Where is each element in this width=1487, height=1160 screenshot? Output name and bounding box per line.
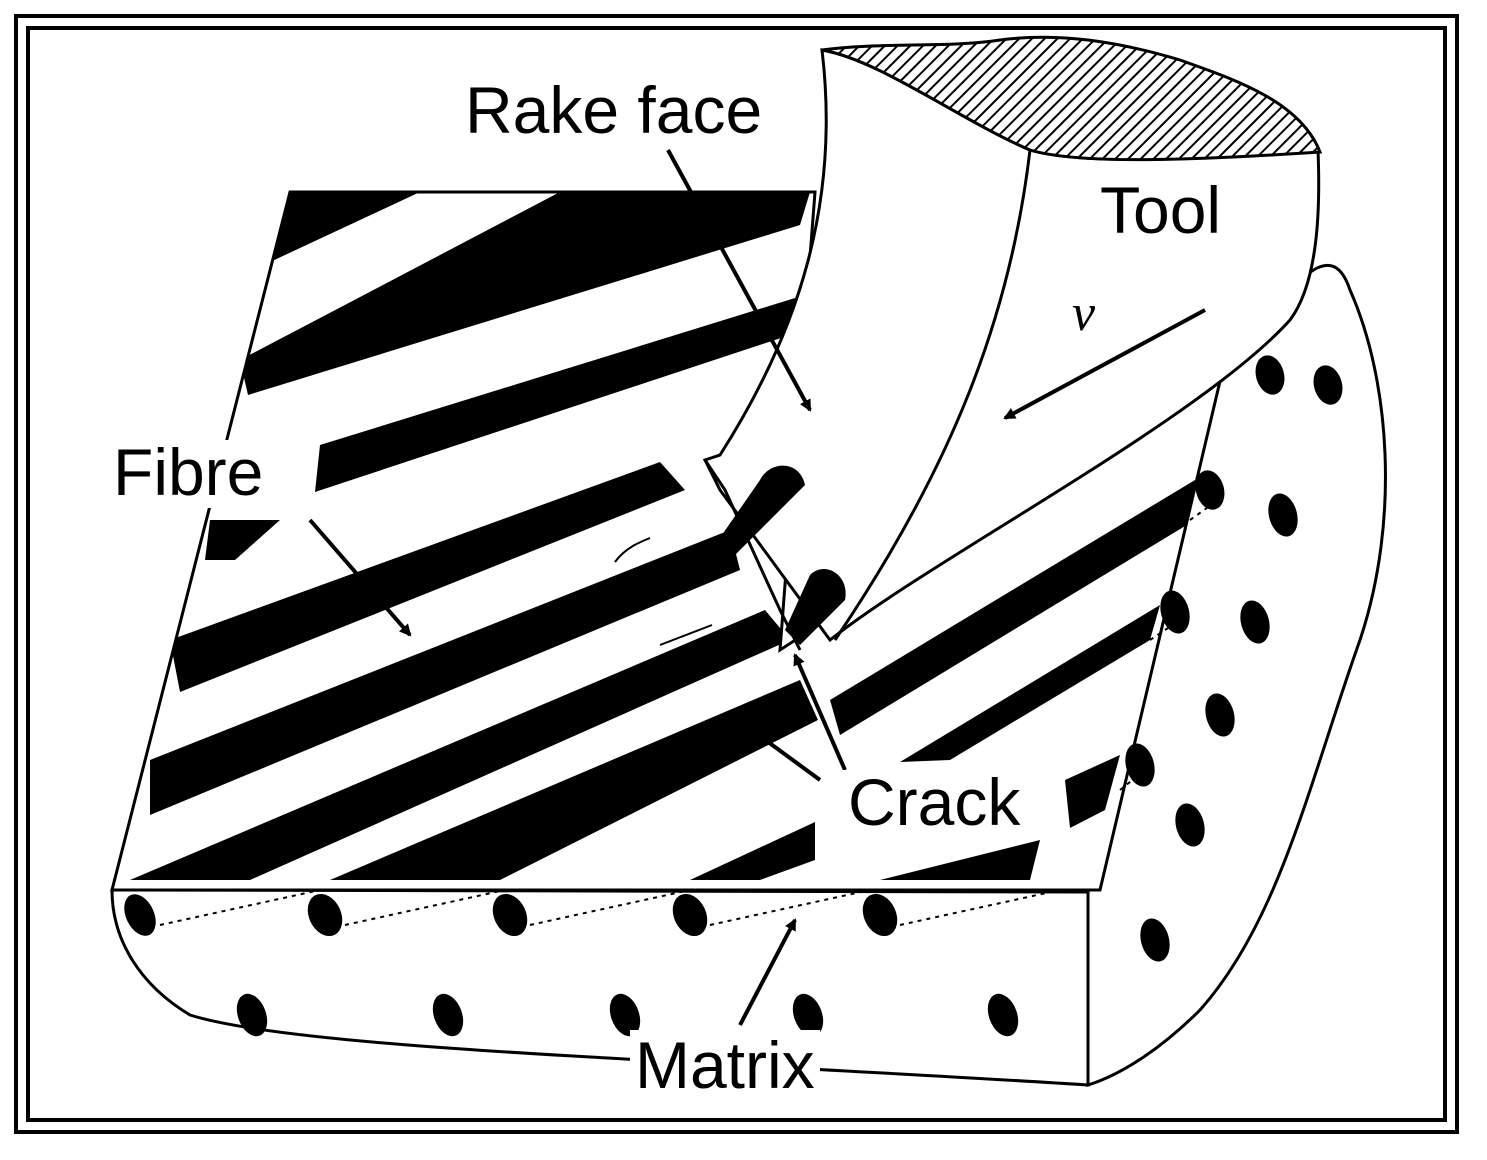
fibre-end [609, 993, 641, 1037]
fibre-end [307, 893, 343, 937]
fibre-stripe [690, 822, 815, 880]
matrix-label: Matrix [635, 1028, 815, 1102]
crack-label: Crack [848, 765, 1021, 839]
fibre-end [792, 993, 824, 1037]
side-face [1086, 264, 1387, 1088]
front-fibre-ends [124, 889, 1061, 1037]
matrix-label-bg [630, 1030, 820, 1098]
crack-label-bg [840, 770, 1030, 838]
fibre-stripe [330, 680, 818, 880]
fibre-end [1175, 803, 1205, 847]
fibre-end [1205, 693, 1235, 737]
crack-arrow-upper [793, 653, 847, 771]
velocity-label: v [1072, 285, 1096, 342]
cutting-tool [614, 35, 1323, 746]
velocity-arrow [1003, 308, 1206, 420]
fibre-end [432, 993, 464, 1037]
fibre-end [492, 893, 528, 937]
fibre-end [1125, 743, 1155, 787]
rake-face-arrow [666, 149, 812, 412]
fibre-stripe [240, 192, 810, 395]
tool-edge [833, 149, 1032, 641]
fibre-stripe [130, 610, 790, 880]
rake-face-label-bg [462, 80, 774, 148]
side-fibre-ends [1119, 355, 1343, 962]
fibre-end [1255, 355, 1285, 395]
fibre-end [987, 993, 1019, 1037]
tool-label: Tool [1100, 173, 1221, 247]
fibre-end [1140, 918, 1170, 962]
fibre-end [862, 893, 898, 937]
tool-section-hatch [821, 35, 1323, 162]
front-face [110, 888, 1090, 1087]
fibre-stripe [1065, 755, 1120, 828]
fibre-stripe [315, 298, 795, 492]
fibre-end [1268, 493, 1298, 537]
workpiece-block [110, 190, 1387, 1088]
fibre-stripe [880, 840, 1040, 880]
crack-marks [614, 537, 746, 746]
fibre-end [236, 993, 268, 1037]
fibre-stripe [830, 480, 1195, 735]
fibre-stripes [130, 192, 1195, 880]
fibre-end [1195, 470, 1225, 510]
fibre-label: Fibre [113, 435, 263, 509]
fibre-stripe [150, 530, 740, 815]
chip-fibres [715, 465, 846, 645]
fibre-end [1313, 365, 1343, 405]
outer-border [14, 14, 1459, 1134]
fibre-label-bg [110, 440, 275, 508]
fibre-stripe [900, 605, 1160, 762]
fibre-end [1160, 590, 1190, 634]
inner-border [26, 26, 1447, 1122]
fibre-arrow [308, 518, 412, 637]
fibre-stripe [205, 520, 280, 560]
fibre-end [1240, 600, 1270, 644]
rake-face-label: Rake face [465, 73, 762, 147]
matrix-arrow [738, 918, 797, 1026]
fibre-end [124, 894, 156, 936]
fibre-stripe [170, 462, 685, 692]
fibre-end [672, 893, 708, 937]
fibre-stripe [255, 192, 420, 262]
crack-arrow-lower [743, 723, 822, 782]
